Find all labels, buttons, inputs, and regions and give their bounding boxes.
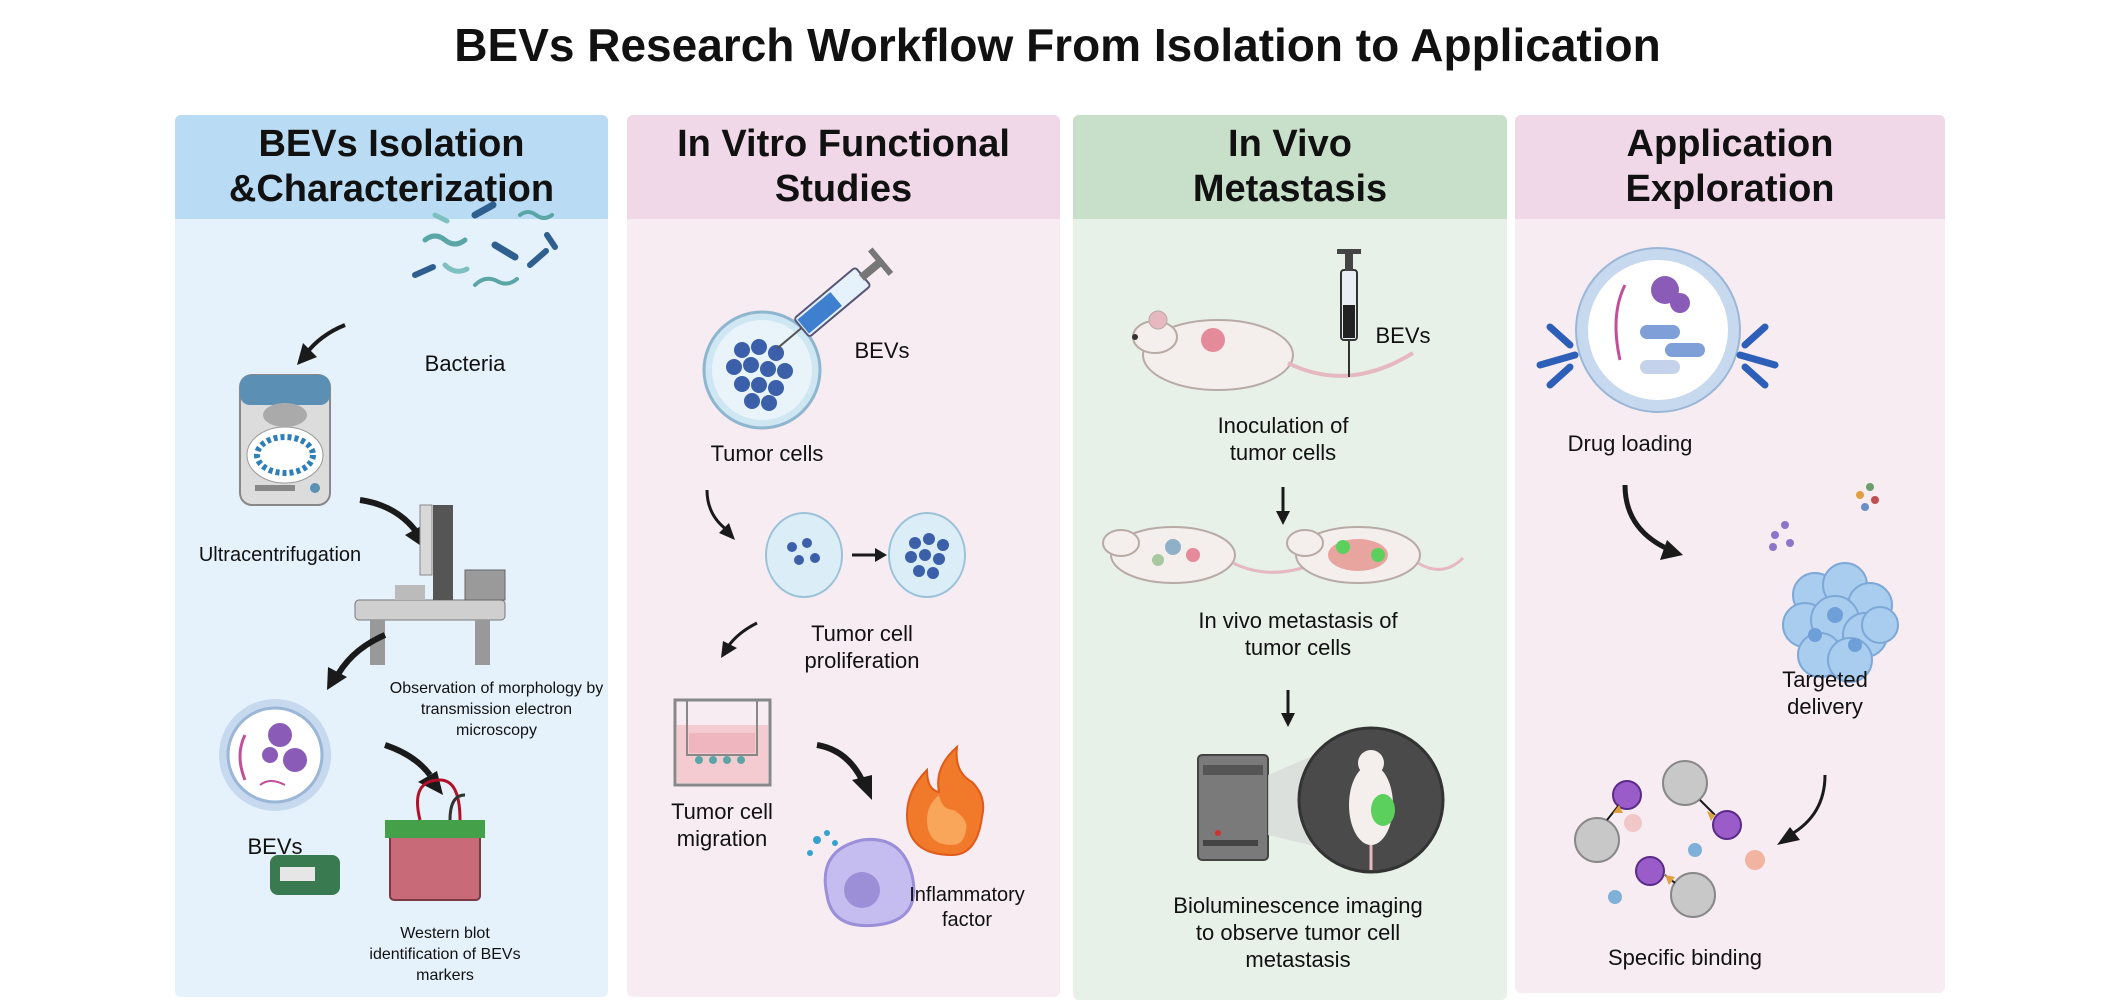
arrow-icon: [1276, 487, 1290, 525]
arrow-icon: [852, 548, 887, 562]
panel-heading: Application Exploration: [1515, 115, 1945, 219]
label-bioluminescence: Bioluminescence imaging to observe tumor…: [1173, 893, 1423, 972]
label-ultracentrifugation: Ultracentrifugation: [198, 544, 362, 566]
panel-in-vitro-art: [673, 247, 985, 928]
centrifuge-icon: [239, 374, 331, 506]
label-migration: Tumor cell migration: [671, 799, 773, 851]
panel-application-art: [1536, 247, 1899, 918]
label-binding: Specific binding: [1607, 945, 1763, 970]
panel-heading: BEVs Isolation &Characterization: [175, 115, 608, 219]
syringe-icon: [1337, 249, 1361, 377]
label-bevs: BEVs: [247, 834, 303, 859]
arrow-icon: [297, 323, 346, 365]
vesicle-icon: [219, 699, 331, 811]
label-bacteria: Bacteria: [424, 351, 506, 376]
label-drug-loading: Drug loading: [1567, 431, 1693, 456]
arrow-icon: [705, 489, 735, 540]
petri-dish-icon: [765, 512, 843, 598]
panel-in-vivo: In Vivo Metastasis: [1073, 115, 1507, 1000]
label-tem: Observation of morphology by transmissio…: [389, 680, 604, 739]
arrow-icon: [1777, 774, 1827, 845]
label-metastasis: In vivo metastasis of tumor cells: [1198, 608, 1398, 660]
tumor-cluster-icon: [1769, 483, 1899, 683]
panel-in-vitro: In Vitro Functional Studies: [627, 115, 1060, 997]
arrow-icon: [816, 742, 872, 800]
binding-icon: [1574, 760, 1765, 918]
label-bevs: BEVs: [854, 338, 910, 363]
panel-in-vivo-art: [1102, 249, 1465, 874]
petri-dish-icon: [888, 512, 966, 598]
label-proliferation: Tumor cell proliferation: [804, 621, 920, 673]
page-title: BEVs Research Workflow From Isolation to…: [454, 19, 1661, 71]
panel-isolation-art: [219, 201, 558, 901]
imaging-system-icon: [1197, 726, 1445, 874]
mouse-icon: [1286, 526, 1465, 584]
mouse-icon: [1102, 526, 1334, 584]
label-targeted: Targeted delivery: [1782, 667, 1868, 719]
panel-heading: In Vivo Metastasis: [1073, 115, 1507, 219]
label-tumor-cells: Tumor cells: [710, 441, 824, 466]
panel-application: Application Exploration: [1515, 115, 1945, 993]
transwell-icon: [673, 698, 772, 787]
label-inflammatory: Inflammatory factor: [909, 884, 1025, 931]
electron-microscope-icon: [354, 504, 506, 665]
label-inoculation: Inoculation of tumor cells: [1217, 413, 1349, 465]
label-western: Western blot identification of BEVs mark…: [369, 925, 521, 984]
macrophage-icon: [807, 830, 916, 928]
label-bevs: BEVs: [1375, 323, 1431, 348]
arrow-icon: [327, 632, 387, 690]
arrow-icon: [1281, 690, 1295, 727]
western-blot-icon: [270, 778, 485, 901]
arrow-icon: [1622, 484, 1683, 560]
syringe-icon: [776, 247, 894, 350]
flame-icon: [905, 744, 985, 857]
bacteria-icon: [412, 201, 558, 287]
arrow-icon: [721, 621, 758, 658]
arrow-icon: [384, 742, 443, 795]
loaded-vesicle-icon: [1536, 247, 1779, 413]
petri-dish-icon: [702, 310, 822, 430]
panel-isolation: BEVs Isolation &Characterization: [175, 115, 608, 997]
panel-heading: In Vitro Functional Studies: [627, 115, 1060, 219]
